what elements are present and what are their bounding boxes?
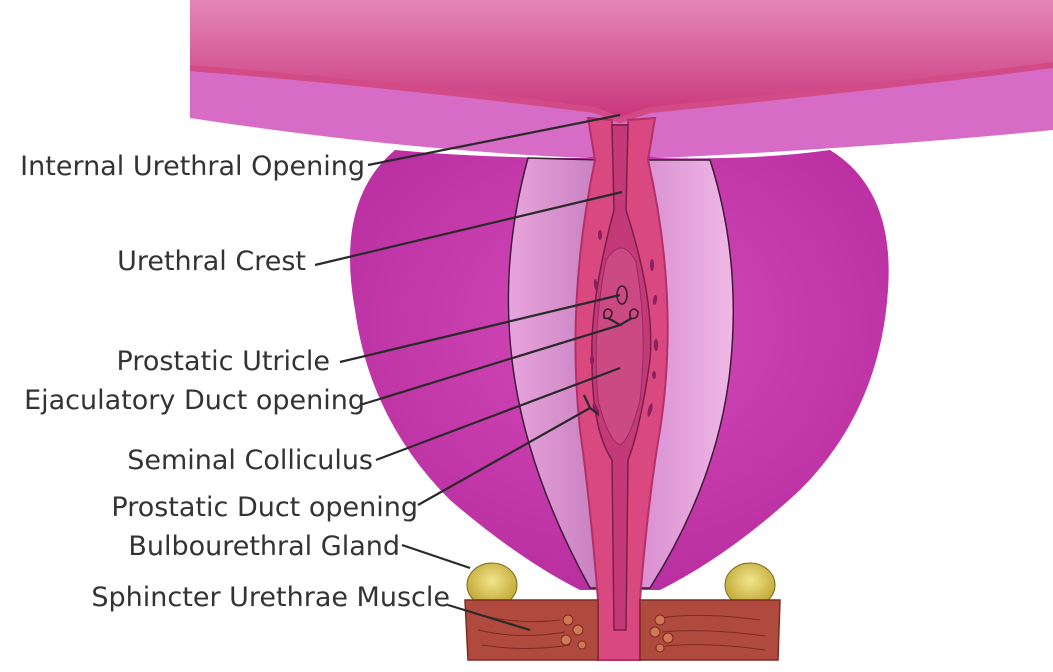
- ejaculatory-duct-opening-right: [629, 308, 639, 320]
- leader-prostatic-duct-opening: [417, 394, 599, 506]
- ejaculatory-duct-opening-left: [603, 308, 613, 320]
- label-urethral-crest: Urethral Crest: [117, 246, 306, 277]
- label-prostatic-duct-opening: Prostatic Duct opening: [111, 492, 418, 523]
- seminal-colliculus: [595, 247, 644, 446]
- bulbourethral-glands: [466, 562, 776, 608]
- leader-urethral-crest: [314, 190, 623, 267]
- bladder: [189, 0, 1053, 158]
- label-sphincter-urethrae-muscle: Sphincter Urethrae Muscle: [91, 582, 450, 613]
- labels: Internal Urethral Opening Urethral Crest…: [20, 151, 450, 613]
- label-ejaculatory-duct-opening: Ejaculatory Duct opening: [24, 385, 365, 416]
- leader-prostatic-utricle: [339, 293, 621, 364]
- urethra: [574, 116, 669, 661]
- leader-sphincter-urethrae-muscle: [447, 603, 531, 632]
- label-seminal-colliculus: Seminal Colliculus: [127, 445, 373, 476]
- leader-seminal-colliculus: [375, 366, 621, 462]
- label-internal-urethral-opening: Internal Urethral Opening: [20, 151, 365, 182]
- leader-internal-urethral-opening: [367, 113, 621, 167]
- leader-bulbourethral-gland: [401, 543, 471, 570]
- label-prostatic-utricle: Prostatic Utricle: [117, 346, 330, 377]
- label-bulbourethral-gland: Bulbourethral Gland: [128, 531, 400, 562]
- sphincter-urethrae-muscle: [464, 599, 781, 661]
- leader-ejaculatory-duct-opening: [359, 317, 633, 407]
- leader-lines: [314, 113, 633, 632]
